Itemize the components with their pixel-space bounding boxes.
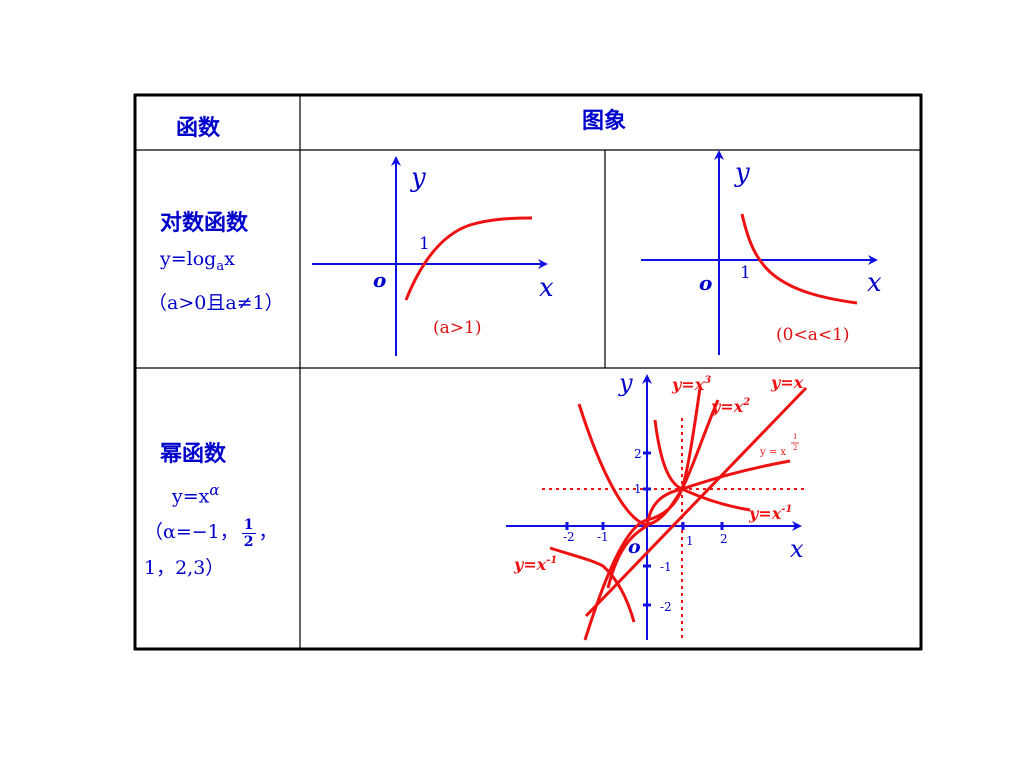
tick-label-y-1: 1: [634, 482, 642, 496]
log-formula: y=logax: [160, 248, 235, 274]
tick-label-y-neg2: -2: [660, 600, 672, 614]
caption: (0<a<1): [776, 325, 850, 345]
caption: (a>1): [433, 318, 481, 338]
curve-y-x2: [577, 399, 720, 527]
tick-label-x-neg1: -1: [597, 530, 609, 544]
log-function-label: 对数函数 y=logax （a>0且a≠1）: [148, 205, 284, 321]
log-curve-decreasing: [740, 213, 858, 305]
power-condition-line2: 1，2,3）: [144, 557, 225, 580]
curve-y-recip-right: [653, 419, 751, 512]
tick-label-x-neg2: -2: [563, 530, 575, 544]
x-axis-label: x: [867, 268, 882, 298]
y-axis-label: y: [410, 163, 426, 193]
label-y-sqrt-den: 2: [793, 444, 797, 452]
label-y-recip-left: y=x-1: [513, 555, 557, 574]
tick-label-y-neg1: -1: [660, 560, 672, 574]
curve-y-sqrt: [645, 459, 791, 527]
one-label: 1: [740, 263, 751, 283]
label-y-sqrt: y = x: [759, 447, 786, 458]
header-graph: 图象: [582, 108, 627, 134]
label-y-recip-right: y=x-1: [748, 504, 792, 523]
one-label: 1: [419, 234, 430, 254]
header-function: 函数: [176, 115, 221, 141]
tick-label-x-1: 1: [686, 534, 694, 548]
label-y-sqrt-num: 1: [793, 433, 797, 441]
log-condition: （a>0且a≠1）: [148, 291, 284, 314]
power-title: 幂函数: [160, 441, 227, 467]
tick-label-x-2: 2: [720, 532, 728, 546]
origin-label: o: [628, 536, 641, 558]
curve-y-x: [584, 386, 808, 618]
power-formula: y=xα: [172, 481, 220, 508]
origin-label: o: [373, 268, 386, 292]
tick-label-y-2: 2: [634, 447, 642, 461]
log-title: 对数函数: [160, 210, 249, 236]
label-y-x2: y=x2: [710, 397, 750, 416]
x-axis-label: x: [790, 535, 804, 563]
curve-left-cross: [606, 524, 648, 589]
curve-y-recip-left: [549, 546, 636, 623]
origin-label: o: [699, 271, 712, 295]
log-curve-increasing: [404, 216, 533, 301]
label-y-x: y=x: [770, 373, 804, 392]
y-axis-label: y: [734, 158, 750, 188]
label-y-x3: y=x3: [671, 375, 711, 394]
x-axis-label: x: [539, 273, 554, 303]
y-axis-label: y: [618, 369, 633, 397]
